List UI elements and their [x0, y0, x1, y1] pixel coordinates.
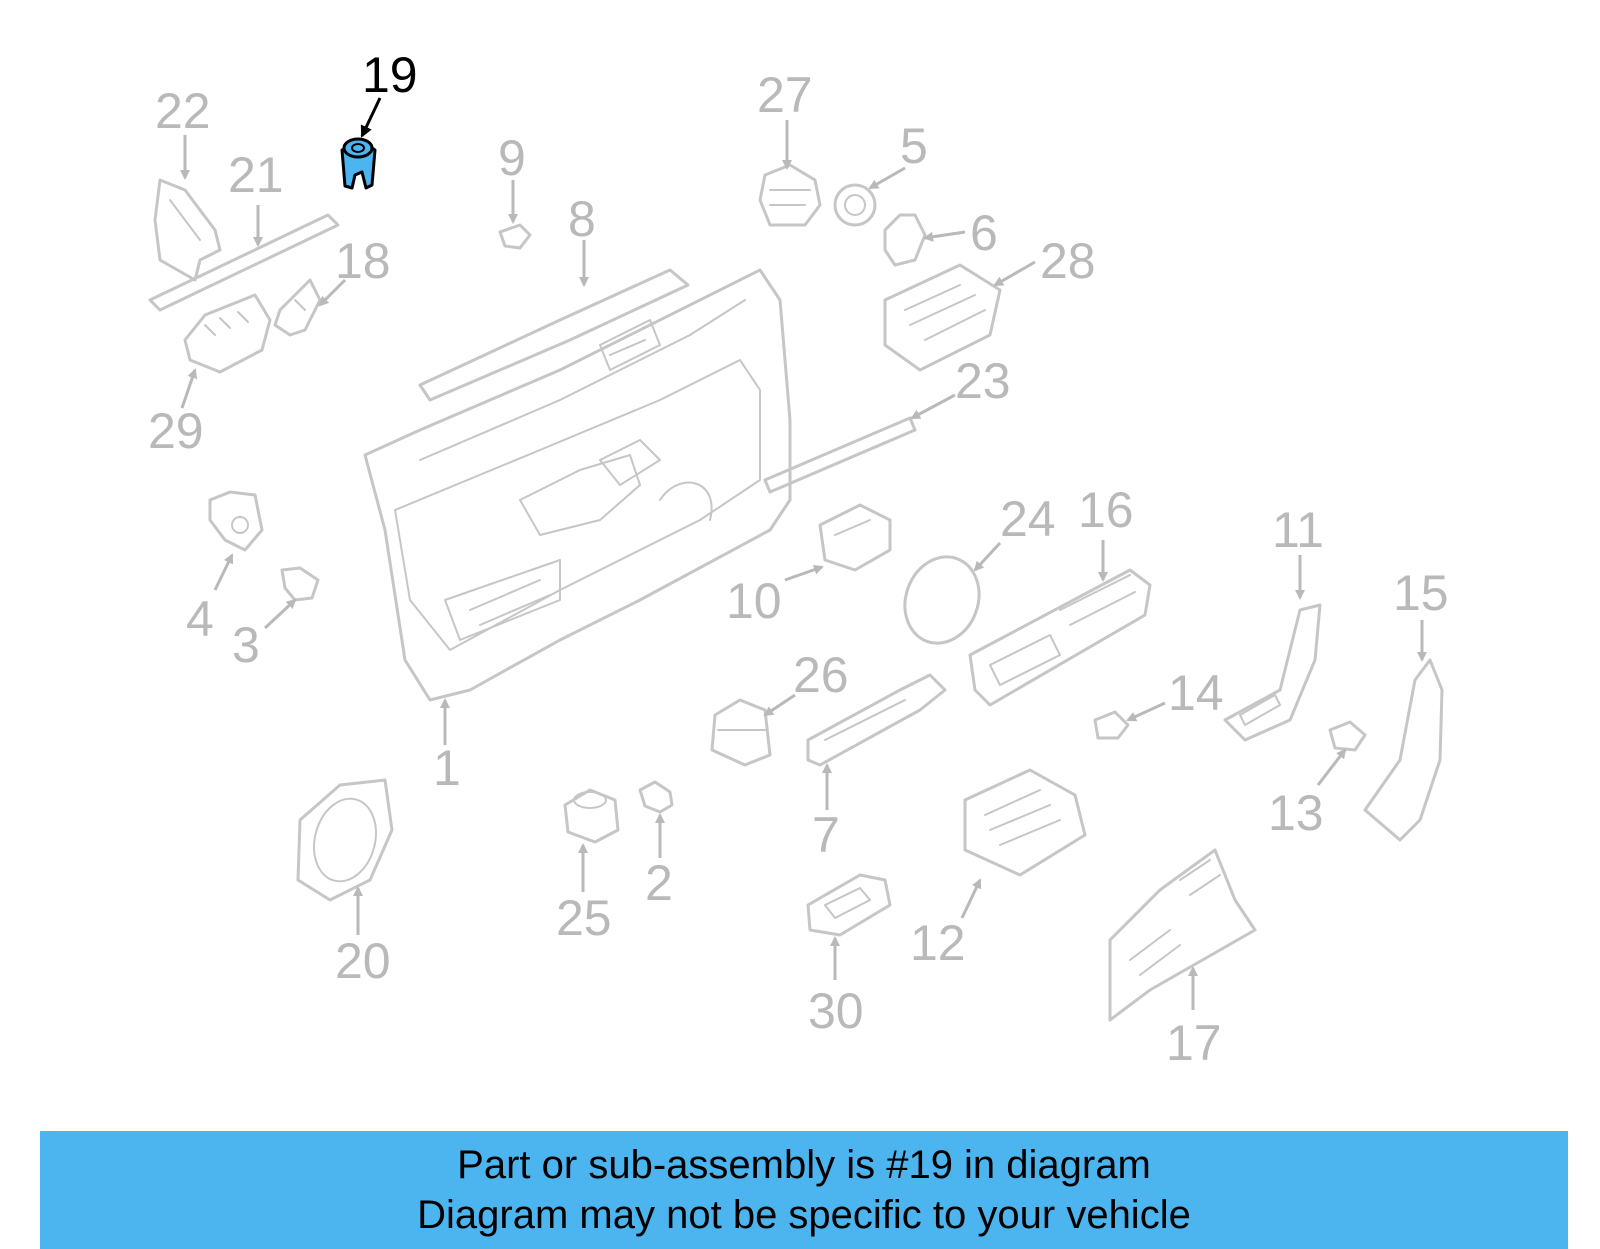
callout-9: 9	[498, 130, 526, 186]
part-8-upper-trim-strip[interactable]	[418, 268, 690, 402]
callout-6: 6	[970, 205, 998, 261]
callout-2: 2	[645, 855, 673, 911]
callout-24: 24	[1000, 491, 1056, 547]
callout-27: 27	[757, 67, 813, 123]
callout-4: 4	[186, 591, 214, 647]
callout-29: 29	[148, 403, 204, 459]
callout-19-highlighted: 19	[362, 47, 418, 103]
info-banner: Part or sub-assembly is #19 in diagram D…	[40, 1131, 1568, 1249]
part-5-knob[interactable]	[833, 183, 877, 227]
callout-22: 22	[155, 83, 211, 139]
callout-1: 1	[433, 740, 461, 796]
part-25-knob[interactable]	[563, 788, 620, 844]
part-4-bracket[interactable]	[208, 490, 264, 552]
callout-12: 12	[910, 915, 966, 971]
callout-10: 10	[726, 573, 782, 629]
callout-18: 18	[335, 233, 391, 289]
part-18-bracket[interactable]	[273, 278, 322, 337]
callout-5: 5	[900, 118, 928, 174]
part-23-weatherstrip[interactable]	[763, 416, 917, 494]
part-16-switch-panel[interactable]	[968, 568, 1152, 707]
part-29-window-switch[interactable]	[183, 293, 272, 374]
callout-28: 28	[1040, 233, 1096, 289]
part-9-clip[interactable]	[498, 223, 532, 250]
callout-11: 11	[1272, 502, 1324, 558]
part-1-door-trim-panel[interactable]	[363, 268, 792, 702]
part-13-clip[interactable]	[1328, 720, 1367, 752]
callout-23: 23	[955, 353, 1011, 409]
banner-disclaimer-line: Diagram may not be specific to your vehi…	[417, 1193, 1191, 1237]
part-20-speaker-bracket[interactable]	[296, 778, 394, 902]
callout-17: 17	[1166, 1015, 1222, 1071]
callout-25: 25	[556, 890, 612, 946]
part-3-push-pin[interactable]	[280, 566, 320, 602]
part-26-switch[interactable]	[710, 698, 772, 767]
parts-diagram: 22 21 18 29 9 8 27 5 6 28 23 4 3 10 24 1…	[148, 47, 1449, 1071]
callout-30: 30	[808, 983, 864, 1039]
callout-21: 21	[228, 147, 284, 203]
banner-part-line: Part or sub-assembly is #19 in diagram	[457, 1143, 1151, 1187]
part-7-armrest-cover[interactable]	[806, 673, 947, 767]
part-24-speaker-grille[interactable]	[893, 546, 991, 653]
callout-14: 14	[1168, 665, 1224, 721]
callout-7: 7	[812, 807, 840, 863]
part-27-switch[interactable]	[758, 163, 822, 227]
leader-arrows	[180, 97, 1427, 1010]
callout-26: 26	[793, 647, 849, 703]
part-10-bezel[interactable]	[818, 503, 892, 572]
part-12-switch-housing[interactable]	[963, 768, 1087, 877]
callout-3: 3	[232, 617, 260, 673]
callout-15: 15	[1393, 565, 1449, 621]
callout-labels: 22 21 18 29 9 8 27 5 6 28 23 4 3 10 24 1…	[148, 47, 1449, 1071]
callout-8: 8	[568, 191, 596, 247]
part-17-map-pocket[interactable]	[1108, 848, 1257, 1022]
part-19-retainer-clip[interactable]	[340, 137, 377, 190]
part-30-bezel[interactable]	[806, 873, 892, 937]
part-28-master-switch[interactable]	[883, 263, 1002, 372]
part-2-screw[interactable]	[638, 780, 674, 814]
part-11-handle[interactable]	[1223, 603, 1322, 742]
callout-13: 13	[1268, 785, 1324, 841]
part-14-clip[interactable]	[1093, 710, 1130, 740]
part-22-mirror-cover[interactable]	[153, 178, 222, 282]
part-6-bracket[interactable]	[883, 213, 927, 267]
part-21-belt-molding[interactable]	[148, 213, 340, 312]
part-15-pull-handle[interactable]	[1363, 658, 1444, 842]
callout-16: 16	[1078, 482, 1134, 538]
callout-20: 20	[335, 933, 391, 989]
